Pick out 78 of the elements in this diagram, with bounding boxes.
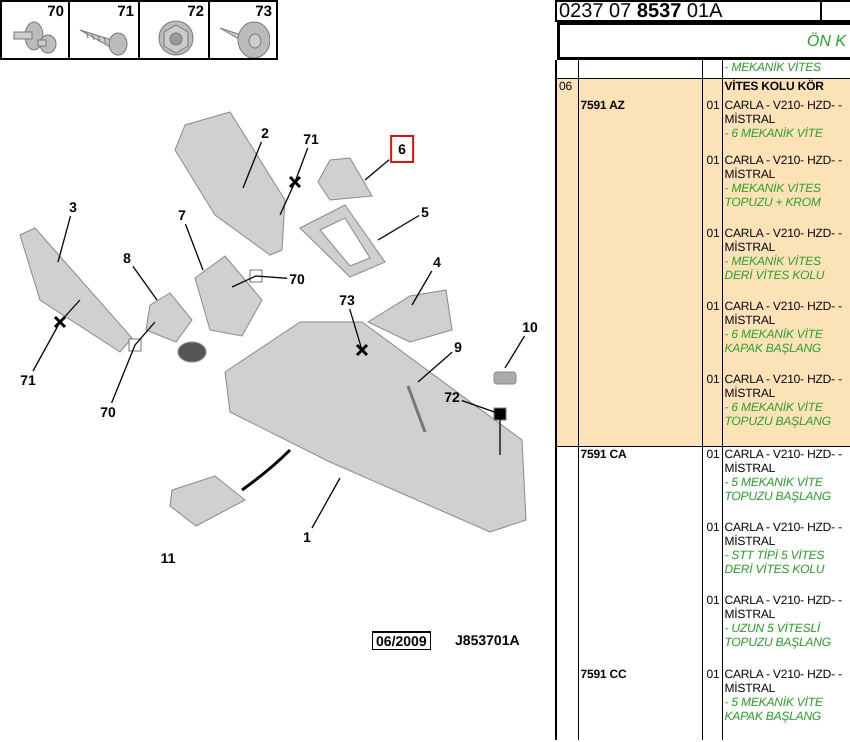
table-cell-text: CARLA - V210- HZD- - MİSTRAL <box>724 98 843 126</box>
table-cell-text: 01 <box>706 299 720 314</box>
callout-number: 70 <box>288 271 306 287</box>
section-title: ÖN K <box>557 22 850 60</box>
callout-number: 7 <box>177 207 187 223</box>
table-cell-text: - STT TİPİ 5 VİTES DERİ VİTES KOLU <box>724 548 826 576</box>
callout-number: 71 <box>117 3 134 20</box>
leader-line <box>418 352 453 382</box>
table-cell-text: 01 <box>706 446 720 461</box>
fastener-panel <box>138 0 210 60</box>
table-cell-text: 01 <box>706 226 720 240</box>
leader-line <box>349 308 363 350</box>
leader-line <box>184 224 204 270</box>
reference-code: J853701A <box>455 632 520 648</box>
table-cell-text: 7591 CC <box>580 666 628 681</box>
leader-line <box>279 148 308 216</box>
table-cell-text: - UZUN 5 VİTESLİ TOPUZU BAŞLANG <box>724 621 832 650</box>
callout-number: 71 <box>302 131 320 147</box>
table-cell-text: 01 <box>706 520 720 534</box>
table-cell-text: CARLA - V210- HZD- - MİSTRAL <box>724 372 843 400</box>
table-cell-text: CARLA - V210- HZD- - MİSTRAL <box>724 226 843 254</box>
callout-number: 73 <box>255 3 272 20</box>
table-cell-text: CARLA - V210- HZD- - MİSTRAL <box>724 593 843 622</box>
table-cell-text: - MEKANİK VİTES <box>724 60 822 74</box>
table-cell-text: 01 <box>706 372 720 386</box>
table-cell-text: - 6 MEKANİK VİTE KAPAK BAŞLANG <box>724 327 824 356</box>
leader-line <box>242 142 262 188</box>
callout-number: 11 <box>160 550 176 566</box>
callout-number: 6 <box>390 135 414 163</box>
callout-number: 5 <box>420 204 430 220</box>
part-number-header: 0237 07 8537 01A <box>555 0 822 22</box>
leader-line <box>311 478 341 528</box>
leader-line <box>364 159 390 180</box>
leader-line <box>462 400 501 455</box>
callout-number: 2 <box>260 125 270 141</box>
table-cell-text: - 5 MEKANİK VİTE KAPAK BAŞLANG <box>724 694 824 723</box>
callout-number: 8 <box>122 250 132 266</box>
callout-number: 73 <box>338 292 356 308</box>
callout-number: 4 <box>432 254 442 270</box>
leader-line <box>232 275 288 288</box>
callout-number: 71 <box>19 372 37 388</box>
table-cell-text: 7591 CA <box>580 446 628 461</box>
table-cell-text: VİTES KOLU KÖR <box>724 79 825 94</box>
callout-number: 10 <box>521 319 539 335</box>
table-cell-text: - 6 MEKANİK VİTE <box>724 126 824 140</box>
table-cell-text: CARLA - V210- HZD- - MİSTRAL <box>724 299 843 328</box>
callout-number: 70 <box>99 404 117 420</box>
leader-line <box>411 270 432 306</box>
leader-line <box>378 214 420 241</box>
fastener-panel <box>208 0 278 60</box>
table-cell-text: - 5 MEKANİK VİTE TOPUZU BAŞLANG <box>724 474 832 503</box>
table-cell-text: CARLA - V210- HZD- - MİSTRAL <box>724 520 843 548</box>
table-cell-text: CARLA - V210- HZD- - MİSTRAL <box>724 446 843 475</box>
callout-number: 72 <box>187 3 204 20</box>
date-stamp: 06/2009 <box>372 631 431 650</box>
leader-line <box>132 266 158 300</box>
table-cell-text: 7591 AZ <box>580 98 626 112</box>
leader-line <box>32 300 80 372</box>
table-cell-text: CARLA - V210- HZD- - MİSTRAL <box>724 152 843 181</box>
table-cell-text: - MEKANİK VİTES DERİ VİTES KOLU <box>724 254 826 282</box>
table-cell-text: 01 <box>706 593 720 608</box>
table-cell-text: 01 <box>706 98 720 112</box>
callout-number: 9 <box>453 339 463 355</box>
leader-line <box>57 216 72 262</box>
leader-line <box>111 322 156 404</box>
callout-number: 3 <box>68 199 78 215</box>
table-cell-text: 01 <box>706 152 720 167</box>
fastener-panel <box>68 0 140 60</box>
table-cell-text: - MEKANİK VİTES TOPUZU + KROM <box>724 180 822 209</box>
leader-line <box>504 336 526 368</box>
table-cell-text: 06 <box>559 79 573 94</box>
callout-number: 1 <box>302 529 312 545</box>
fastener-panel <box>0 0 70 60</box>
callout-number: 72 <box>443 389 461 405</box>
table-cell-text: - 6 MEKANİK VİTE TOPUZU BAŞLANG <box>724 400 832 428</box>
table-cell-text: 01 <box>706 666 720 681</box>
callout-number: 70 <box>47 3 64 20</box>
table-cell-text: CARLA - V210- HZD- - MİSTRAL <box>724 666 843 695</box>
